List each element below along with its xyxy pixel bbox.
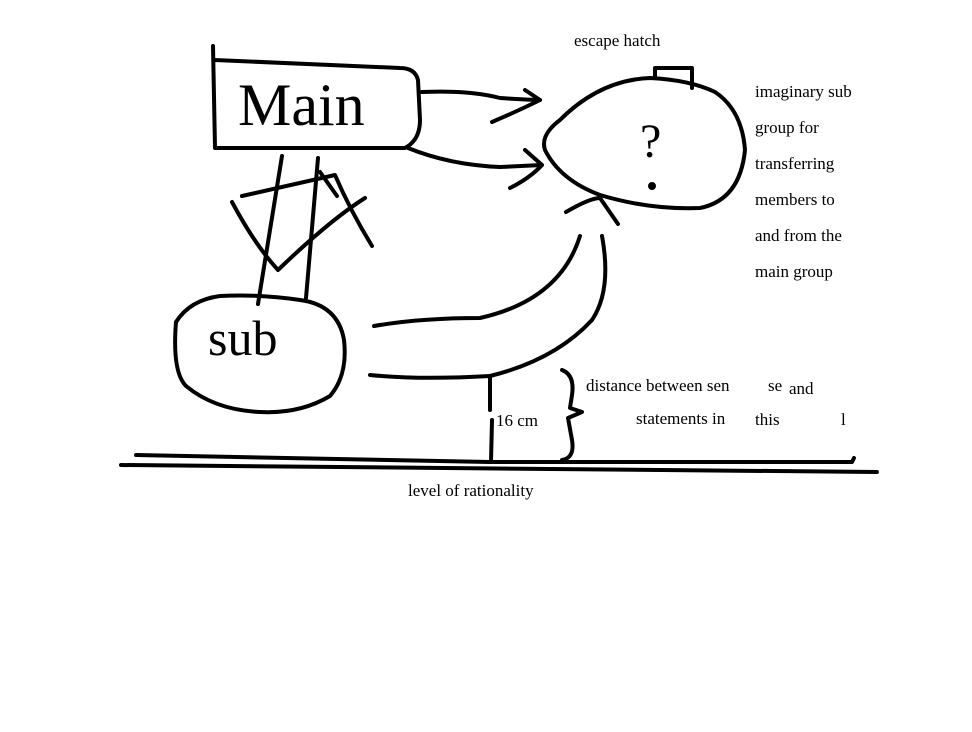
sub-label: sub — [208, 310, 278, 366]
distance-text-c: and — [789, 379, 814, 398]
main-box — [211, 44, 422, 150]
measure-label: 16 cm — [496, 411, 539, 430]
arrow-sub-to-q — [372, 196, 620, 328]
escape-hatch-label: escape hatch — [574, 31, 661, 50]
distance-text-e: this — [755, 410, 780, 429]
side-note-line: members to — [755, 190, 835, 209]
side-note-line: imaginary sub — [755, 82, 852, 101]
distance-text-d: statements in — [636, 409, 726, 428]
scribble — [230, 170, 374, 272]
main-label: Main — [238, 72, 365, 138]
question-blob — [542, 76, 747, 211]
connector-lines — [256, 154, 320, 306]
side-note-line: and from the — [755, 226, 842, 245]
distance-text-b: se — [768, 376, 783, 395]
curve-sub-lower — [368, 234, 608, 380]
sub-blob — [173, 293, 347, 415]
question-mark: ? — [640, 115, 662, 168]
side-note-line: transferring — [755, 154, 835, 173]
escape-hatch-shape — [653, 66, 694, 90]
baseline-label: level of rationality — [408, 481, 534, 500]
arrow-main-to-q-top — [420, 88, 542, 124]
baseline-line — [119, 463, 879, 474]
distance-text-a: distance between sen — [586, 376, 730, 395]
side-note-line: main group — [755, 262, 833, 281]
question-dot — [648, 182, 656, 190]
arrow-main-to-q-bottom — [406, 146, 544, 190]
measure-line — [488, 374, 494, 464]
tick-mark: l — [841, 410, 846, 429]
brace — [560, 368, 584, 462]
side-note-line: group for — [755, 118, 819, 137]
upper-line — [134, 453, 856, 464]
